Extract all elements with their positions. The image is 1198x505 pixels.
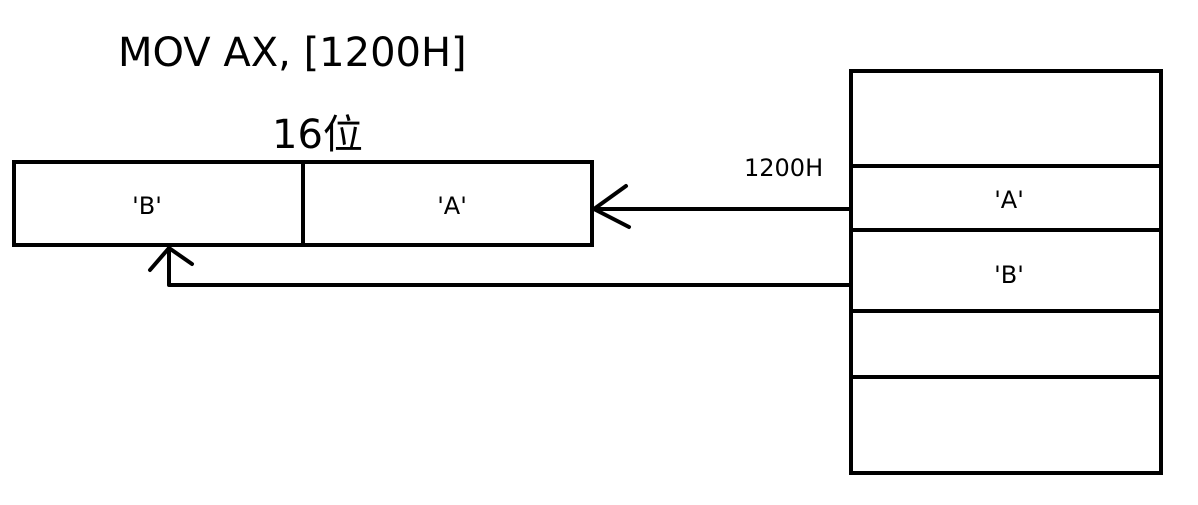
memory-cell: 'B' <box>994 261 1024 289</box>
memory-cell: 'A' <box>994 186 1024 214</box>
register-width-label: 16位 <box>272 112 363 158</box>
register-high-byte: 'B' <box>132 192 162 220</box>
arrow-high-byte <box>148 246 853 287</box>
arrow-head <box>148 246 194 272</box>
register-low-byte: 'A' <box>437 192 467 220</box>
memory-box <box>849 69 1163 475</box>
memory-column <box>849 69 1163 475</box>
register-ax <box>12 160 594 247</box>
arrow-head <box>592 184 631 229</box>
instruction-title: MOV AX, [1200H] <box>118 30 467 76</box>
memory-address-label: 1200H <box>744 154 824 182</box>
arrow-low-byte <box>592 184 853 229</box>
arrow-shaft <box>167 246 853 287</box>
